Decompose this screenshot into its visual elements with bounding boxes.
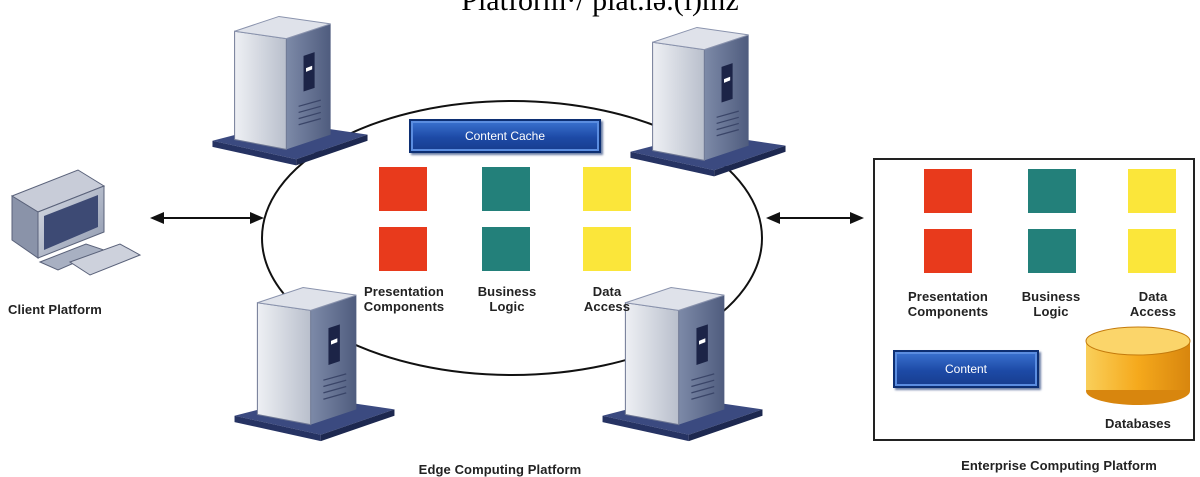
enterprise-presentation-block [924, 229, 972, 273]
enterprise-business-block [1028, 229, 1076, 273]
client-platform-label: Client Platform [8, 302, 102, 317]
edge-presentation-block [379, 167, 427, 211]
enterprise-data-block [1128, 229, 1176, 273]
enterprise-presentation-block [924, 169, 972, 213]
enterprise-data-block [1128, 169, 1176, 213]
content-label: Content [944, 362, 988, 376]
partial-title: Platform·/ plat.iə.(i)mz [461, 0, 739, 17]
edge-business-block [482, 167, 530, 211]
content-cache-button[interactable]: Content Cache [409, 119, 601, 153]
edge-platform-label: Edge Computing Platform [418, 462, 582, 477]
edge-data-block [583, 227, 631, 271]
database-icon [1085, 326, 1191, 405]
server-icon [211, 15, 369, 167]
content-button[interactable]: Content [893, 350, 1039, 388]
server-icon [629, 26, 787, 178]
databases-label: Databases [1105, 416, 1171, 431]
edge-business-block [482, 227, 530, 271]
double-arrow-icon [766, 212, 864, 224]
enterprise-business-block [1028, 169, 1076, 213]
enterprise-platform-label: Enterprise Computing Platform [961, 458, 1157, 473]
edge-presentation-block [379, 227, 427, 271]
desktop-computer-icon [10, 169, 142, 276]
edge-ring [261, 100, 763, 376]
content-cache-label: Content Cache [464, 129, 546, 143]
double-arrow-icon [150, 212, 264, 224]
edge-data-block [583, 167, 631, 211]
